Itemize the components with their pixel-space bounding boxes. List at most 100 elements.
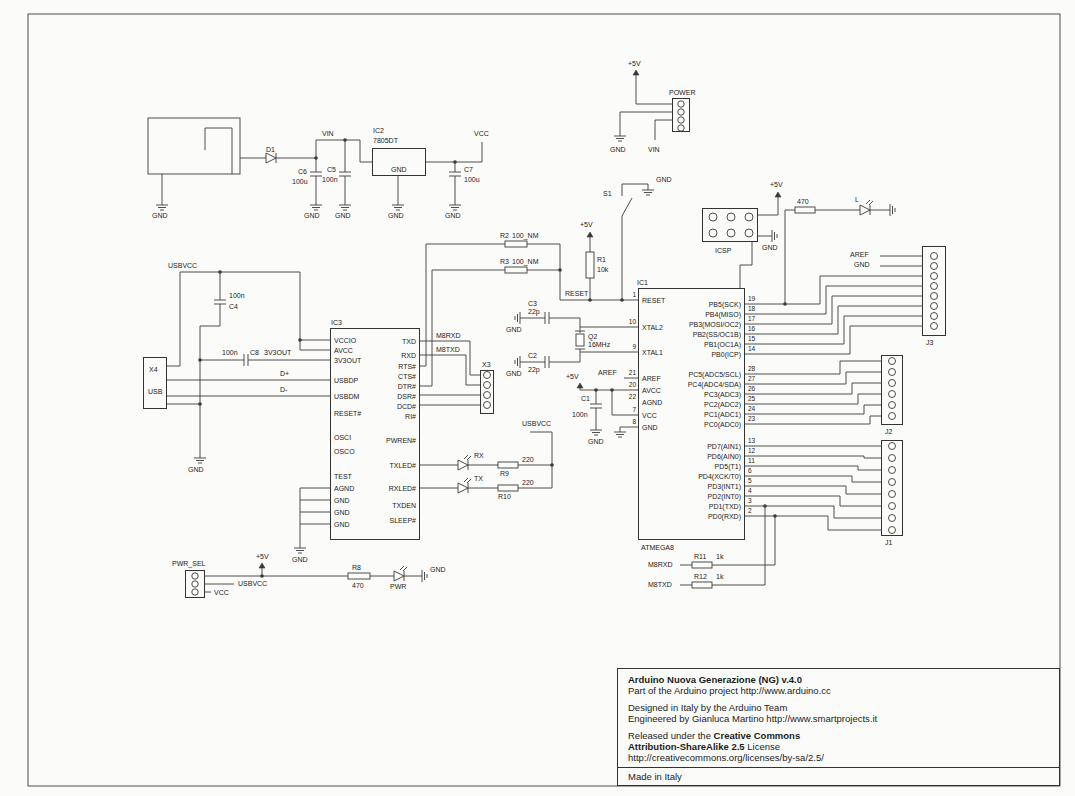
wire-connector	[745, 516, 881, 530]
pin-number: 15	[748, 335, 755, 343]
led-symbol	[860, 205, 870, 215]
wire	[636, 75, 672, 104]
part-label: 470	[352, 582, 364, 590]
part-label: +5V	[770, 181, 783, 189]
pin-number: 11	[748, 457, 755, 465]
header-pin	[931, 283, 938, 290]
wire	[426, 142, 482, 162]
part-label: J2	[885, 428, 892, 436]
wire-connector	[745, 326, 922, 354]
part-label: 100n	[222, 349, 238, 357]
wire	[880, 256, 922, 257]
pin-header: PWR_SEL	[185, 570, 205, 598]
title-text: License	[747, 741, 780, 752]
pin-number: 20	[629, 381, 636, 389]
wire	[745, 456, 881, 458]
led-symbol	[394, 571, 404, 581]
part-label: GND	[430, 566, 446, 574]
pin-name: RXD	[401, 352, 416, 360]
pin-number: 12	[748, 447, 755, 455]
wire	[745, 466, 881, 470]
wire	[167, 272, 180, 366]
wire	[745, 446, 881, 447]
wire	[240, 158, 266, 159]
part-label: GND	[304, 212, 320, 220]
wire	[745, 486, 881, 494]
part-label: X4	[149, 366, 158, 374]
header-pin	[889, 479, 896, 486]
wire	[205, 592, 211, 593]
header-pin	[484, 392, 491, 399]
pin-name: TEST	[334, 473, 352, 481]
part-label: R10	[498, 493, 511, 501]
title-text: Designed in Italy by the Arduino Team	[628, 702, 787, 713]
part-label: C4	[229, 303, 238, 311]
pin-name: RXLED#	[389, 485, 416, 493]
part-label: L	[855, 196, 859, 204]
diode-symbol	[266, 153, 276, 163]
wire-connector	[420, 395, 480, 396]
part-label: C5	[327, 166, 336, 174]
wire	[580, 327, 581, 333]
part-label: 100n	[229, 292, 245, 300]
ground-symbol	[424, 572, 425, 580]
pin-name: DSR#	[397, 393, 416, 401]
header-pin	[727, 213, 735, 221]
title-line: Part of the Arduino project http://www.a…	[628, 685, 1049, 696]
ground-symbol	[590, 430, 602, 431]
ground-symbol	[394, 207, 402, 208]
capacitor-symbol	[310, 172, 322, 173]
wire	[167, 404, 200, 405]
part-label: C1	[581, 395, 590, 403]
resistor-symbol	[692, 582, 712, 588]
resistor-symbol	[692, 562, 712, 568]
pin-number: 23	[748, 415, 755, 423]
led-symbol	[400, 566, 404, 570]
regulator-box: IC27805DTGND	[372, 148, 426, 176]
header-pin	[745, 213, 753, 221]
header-pin	[889, 380, 896, 387]
title-text: http://creativecommons.org/licenses/by-s…	[628, 752, 824, 763]
part-label: RESET	[565, 290, 588, 298]
ground-symbol	[594, 435, 598, 436]
ground-symbol	[515, 316, 516, 320]
title-line: Arduino Nuova Generazione (NG) v.4.0	[628, 674, 1049, 685]
part-label: C7	[464, 166, 473, 174]
wire	[300, 488, 330, 548]
wire	[745, 476, 881, 482]
wire-connector	[167, 380, 330, 381]
pin-name: PD5(T1)	[715, 463, 741, 471]
header-pins	[923, 247, 945, 335]
wire-connector	[745, 416, 881, 424]
pin-name: PB0(ICP)	[711, 351, 741, 359]
pin-number: 7	[632, 406, 636, 414]
ground-symbol	[517, 358, 518, 366]
header-pin	[889, 503, 896, 510]
pin-name: USBDP	[334, 377, 358, 385]
power-jack-symbol	[148, 118, 240, 174]
header-pin	[889, 515, 896, 522]
header-pin	[931, 323, 938, 330]
header-pin	[931, 303, 938, 310]
part-label: ICSP	[715, 247, 731, 255]
pin-name: XTAL2	[642, 324, 663, 332]
pin-number: 28	[748, 365, 755, 373]
part-label: AREF	[598, 369, 617, 377]
header-pin	[678, 117, 684, 123]
title-text: Engineered by Gianluca Martino http://ww…	[628, 713, 877, 724]
header-pin	[745, 229, 753, 237]
wire	[580, 388, 638, 415]
wire	[745, 405, 881, 414]
wire	[420, 465, 458, 466]
pin-name: PC1(ADC1)	[704, 411, 741, 419]
header-pin	[889, 358, 896, 365]
wire	[880, 266, 922, 267]
part-label: 7805DT	[373, 137, 398, 145]
part-label: 470	[797, 198, 809, 206]
capacitor-symbol	[449, 172, 461, 173]
resistor-symbol	[505, 267, 527, 273]
wire	[590, 278, 591, 300]
part-label: D1	[266, 146, 275, 154]
led-symbol	[464, 478, 468, 482]
pin-number: 3	[748, 497, 752, 505]
